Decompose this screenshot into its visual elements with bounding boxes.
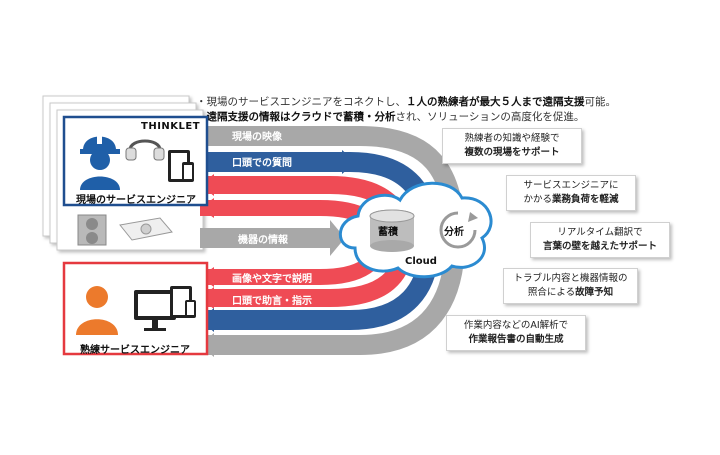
- benefit-card-5: 作業内容などのAI解析で作業報告書の自動生成: [446, 315, 586, 351]
- benefit-card-1: 熟練者の知識や経験で複数の現場をサポート: [442, 128, 582, 164]
- engineer-helmet-icon: [80, 134, 120, 190]
- arrowhead-advice: [200, 198, 214, 218]
- bullet-1: ・現場のサービスエンジニアをコネクトし、１人の熟練者が最大５人まで遠隔支援可能。: [196, 96, 616, 108]
- expert-person-icon: [86, 286, 108, 308]
- label-equipment-info: 機器の情報: [238, 235, 288, 246]
- thinklet-device-icon: [125, 139, 165, 161]
- label-video: 現場の映像: [232, 132, 282, 143]
- equipment-icons: [77, 214, 173, 246]
- label-verbal-question: 口頭での質問: [232, 158, 292, 169]
- field-engineer-label: 現場のサービスエンジニア: [76, 195, 196, 206]
- field-engineer-panel: [62, 115, 209, 207]
- cloud-storage-label: 蓄積: [378, 227, 398, 238]
- label-image-text: 画像や文字で説明: [232, 274, 312, 285]
- benefit-card-4: トラブル内容と機器情報の照合による故障予知: [503, 268, 638, 304]
- cloud: [338, 181, 493, 279]
- benefit-card-2: サービスエンジニアにかかる業務負荷を軽減: [506, 175, 636, 211]
- expert-panel: [62, 261, 209, 356]
- arrow-equipment-info: [200, 228, 330, 248]
- label-verbal-advice: 口頭で助言・指示: [232, 296, 312, 307]
- benefit-card-3: リアルタイム翻訳で言葉の壁を越えたサポート: [530, 222, 670, 258]
- expert-label: 熟練サービスエンジニア: [80, 345, 190, 356]
- cloud-analysis-label: 分析: [444, 227, 464, 238]
- cloud-label: Cloud: [405, 256, 437, 267]
- arrowhead-question: [342, 150, 356, 174]
- thinklet-label: THINKLET: [141, 121, 201, 132]
